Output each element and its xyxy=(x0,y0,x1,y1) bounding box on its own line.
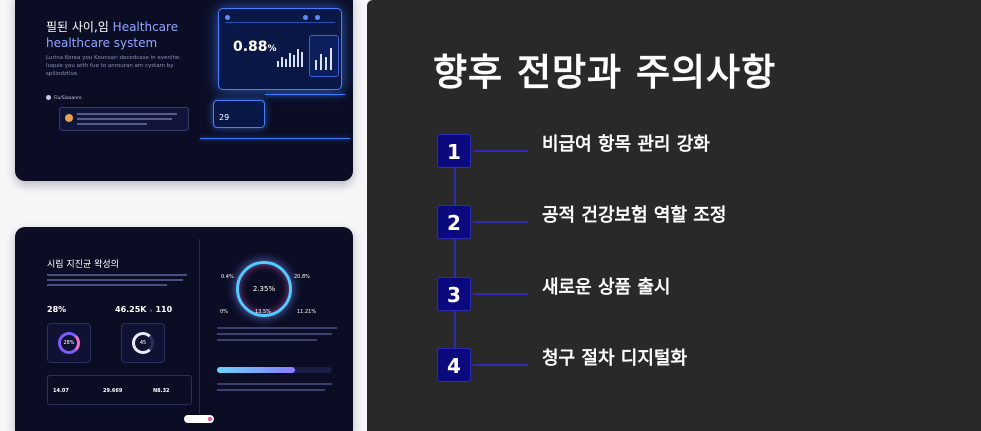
step-label: 청구 절차 디지털화 xyxy=(542,348,688,369)
preview-top-title-line2: healthcare system xyxy=(46,36,158,50)
bottom-stat: 14.07 xyxy=(53,388,69,394)
text-lines xyxy=(217,383,342,395)
big-ring-chart: 2.35% xyxy=(236,261,292,317)
step-number: 4 xyxy=(437,348,471,382)
ring-chart: 45 xyxy=(132,332,154,354)
preview-bottom-description xyxy=(47,274,187,289)
timeline-line xyxy=(454,150,456,366)
ring-card: 28% xyxy=(47,323,91,363)
glow-line xyxy=(265,94,345,95)
bar xyxy=(297,49,299,67)
slide-heading: 향후 전망과 주의사항 xyxy=(433,51,777,94)
mini-widget-value: 29 xyxy=(219,113,230,122)
ring-side-label: 0.4% xyxy=(221,274,234,280)
bar xyxy=(277,61,279,67)
quote-line xyxy=(77,123,147,125)
glow-line xyxy=(200,138,350,139)
avatar xyxy=(65,114,73,122)
step-label: 공적 건강보험 역할 조정 xyxy=(542,205,727,226)
step-connector xyxy=(473,293,528,295)
bar xyxy=(330,48,332,70)
preview-bottom-stats: 14.07 29.669 N8.32 xyxy=(47,375,192,405)
preview-dashboard-graphic: 0.88% xyxy=(218,8,342,90)
step-number: 1 xyxy=(437,134,471,168)
row-value: 13.5% xyxy=(255,309,271,315)
quote-line xyxy=(77,118,172,120)
step-label: 비급여 항목 관리 강화 xyxy=(542,134,710,155)
step-connector xyxy=(473,221,528,223)
bar xyxy=(315,60,317,70)
preview-mini-widget: 29 xyxy=(213,100,265,128)
preview-card-bottom: 시림 지진균 왁성의 28% 46.25K × 110 28% 45 14.07… xyxy=(15,227,353,431)
preview-top-tag: Fiu/Siaaanre xyxy=(46,95,82,101)
bar xyxy=(320,54,322,70)
dashboard-side-panel xyxy=(309,35,339,77)
step-1: 1 xyxy=(437,134,528,170)
bar xyxy=(325,57,327,70)
preview-top-quote-box xyxy=(59,107,189,131)
ring-side-label: 20.8% xyxy=(294,274,310,280)
bottom-stat: N8.32 xyxy=(153,388,170,394)
progress-bar xyxy=(217,367,332,373)
dashboard-value-number: 0.88 xyxy=(233,39,268,55)
progress-fill xyxy=(217,367,295,373)
bar xyxy=(293,55,295,67)
row-value: 0% xyxy=(220,309,228,315)
dot-icon xyxy=(208,417,212,421)
preview-top-title-accent: Healthcare xyxy=(112,20,179,34)
bar xyxy=(285,59,287,67)
preview-top-title-line1: 필된 사이,임 xyxy=(46,20,109,34)
dashboard-value: 0.88% xyxy=(233,39,277,55)
preview-card-top: 필된 사이,임 Healthcare healthcare system Lur… xyxy=(15,0,353,181)
preview-top-description: Lurina Korea you Kounsari decedcase in e… xyxy=(46,55,182,77)
dot-icon xyxy=(225,15,230,20)
step-label: 새로운 상품 출시 xyxy=(542,277,671,298)
preview-bottom-title: 시림 지진균 왁성의 xyxy=(47,260,119,270)
step-connector xyxy=(473,364,528,366)
dashboard-header xyxy=(225,14,335,23)
dot-icon xyxy=(315,15,320,20)
preview-pill-button xyxy=(184,415,214,423)
divider xyxy=(199,239,200,414)
step-3: 3 xyxy=(437,277,528,313)
stat-value-secondary: 110 xyxy=(155,305,173,314)
stat-value: 28% xyxy=(47,305,67,314)
stat-value: 46.25K × 110 xyxy=(115,305,173,314)
bottom-stat: 29.669 xyxy=(103,388,123,394)
stat-value-primary: 46.25K xyxy=(115,305,147,314)
step-number: 2 xyxy=(437,205,471,239)
text-lines xyxy=(217,327,342,345)
step-2: 2 xyxy=(437,205,528,241)
bar xyxy=(289,53,291,67)
preview-pane: 필된 사이,임 Healthcare healthcare system Lur… xyxy=(0,0,368,431)
preview-top-title: 필된 사이,임 Healthcare healthcare system xyxy=(46,19,196,51)
row-value: 11.21% xyxy=(297,309,317,315)
bar xyxy=(281,57,283,67)
ring-chart: 28% xyxy=(58,332,80,354)
dashboard-bars xyxy=(277,47,307,67)
step-4: 4 xyxy=(437,348,528,384)
dot-icon xyxy=(303,15,308,20)
ring-card: 45 xyxy=(121,323,165,363)
step-connector xyxy=(473,150,528,152)
bar xyxy=(301,52,303,67)
step-number: 3 xyxy=(437,277,471,311)
dashboard-value-unit: % xyxy=(267,44,277,54)
slide-panel: 향후 전망과 주의사항 1 비급여 항목 관리 강화 2 공적 건강보험 역할 … xyxy=(367,0,981,431)
quote-line xyxy=(77,113,177,115)
